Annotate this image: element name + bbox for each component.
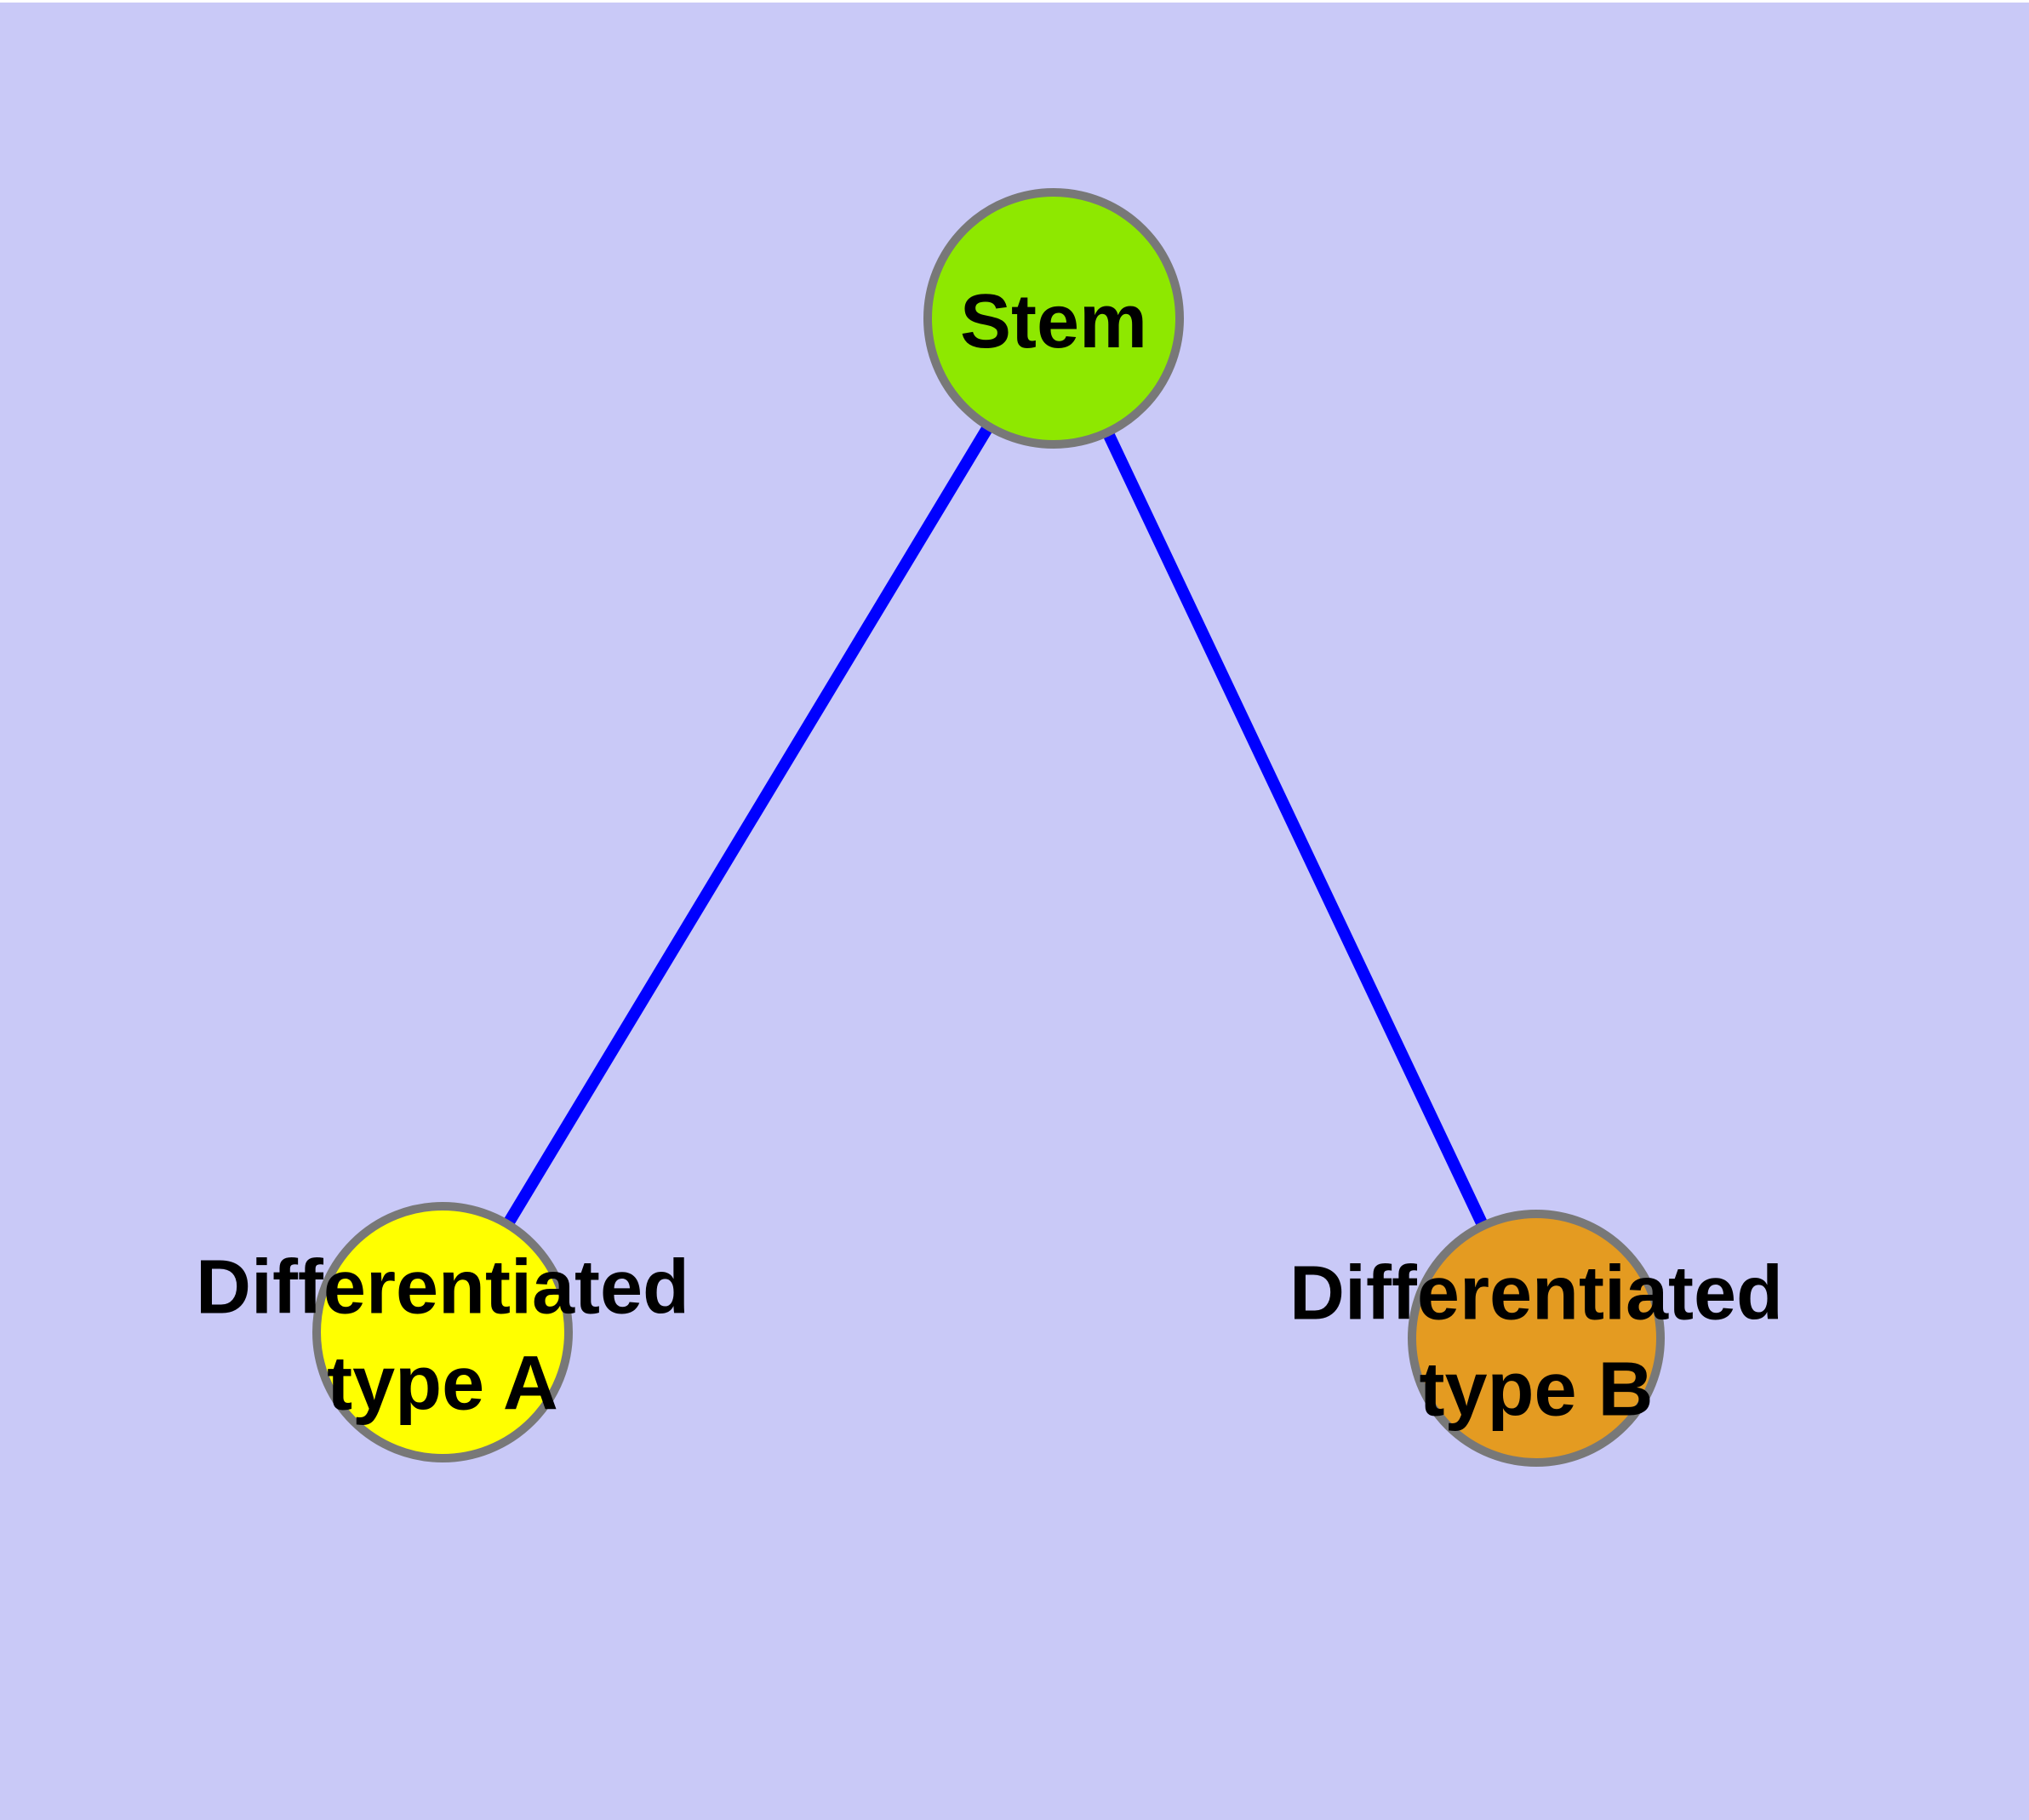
node-label-stem: Stem <box>960 279 1147 364</box>
node-label-differentiated-type-b: Differentiated type B <box>1289 1251 1783 1433</box>
edge-stem-to-differentiated-type-a <box>437 315 1059 1336</box>
node-differentiated-type-a <box>312 1202 573 1462</box>
node-stem <box>923 188 1184 449</box>
node-label-line: Differentiated <box>196 1245 689 1331</box>
edge-stem-to-differentiated-type-b <box>1048 316 1542 1341</box>
node-label-line: type A <box>327 1342 558 1427</box>
top-edge-strip <box>0 0 2029 3</box>
node-differentiated-type-b <box>1408 1210 1665 1467</box>
edges-layer <box>437 315 1542 1341</box>
node-label-line: Stem <box>960 279 1147 364</box>
node-label-differentiated-type-a: Differentiated type A <box>196 1245 689 1427</box>
nodes-layer <box>312 188 1665 1467</box>
node-label-line: type B <box>1419 1348 1653 1433</box>
node-label-line: Differentiated <box>1289 1251 1783 1336</box>
